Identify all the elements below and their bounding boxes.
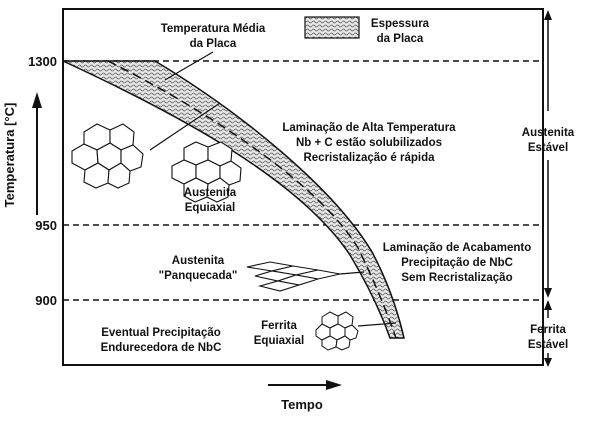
x-axis-arrowhead xyxy=(326,380,342,390)
y-axis-arrowhead xyxy=(32,92,42,108)
label-acabamento-line1: Laminação de Acabamento xyxy=(383,242,531,254)
grains-ferrite xyxy=(315,311,359,351)
label-eventual-line1: Eventual Precipitação xyxy=(101,327,221,339)
y-axis-label: Temperatura [°C] xyxy=(2,103,17,208)
y-tick-950: 950 xyxy=(35,218,57,233)
grains-austenite-center xyxy=(171,141,242,203)
stable-austenite-arrowhead-down xyxy=(544,288,552,298)
stable-ferrite-arrowhead-down xyxy=(544,358,552,367)
label-austenita-equiaxial-line2: Equiaxial xyxy=(185,202,236,214)
grains-austenite-pancaked xyxy=(246,261,341,292)
stable-austenite-arrowhead-up xyxy=(544,10,552,20)
x-axis-label: Tempo xyxy=(281,397,323,412)
label-austenita-panquecada-line1: Austenita xyxy=(172,255,225,267)
leader-ferrite xyxy=(357,322,397,327)
label-austenita-estavel-line1: Austenita xyxy=(522,127,575,139)
label-austenita-panquecada-line2: "Panquecada" xyxy=(159,270,238,282)
label-acabamento-line2: Precipitação de NbC xyxy=(401,257,513,269)
mean-temperature-curve xyxy=(107,60,397,339)
label-eventual-line2: Endurecedora de NbC xyxy=(101,342,222,354)
y-tick-900: 900 xyxy=(35,293,57,308)
label-temp-media-line1: Temperatura Média xyxy=(161,23,266,35)
legend-thickness-swatch xyxy=(304,16,360,39)
label-alta-temp-line2: Nb + C estão solubilizados xyxy=(296,137,442,149)
leader-austenite-left xyxy=(149,102,221,151)
label-ferrita-estavel-line2: Estável xyxy=(528,339,568,351)
stable-ferrite-arrowhead-up xyxy=(544,300,552,310)
grains-austenite-left xyxy=(71,123,144,189)
label-alta-temp-line1: Laminação de Alta Temperatura xyxy=(282,122,456,134)
plate-thickness-band xyxy=(62,60,405,339)
y-tick-1300: 1300 xyxy=(28,54,57,69)
label-ferrita-equiaxial-line1: Ferrita xyxy=(261,320,297,332)
leader-austenite-pancaked xyxy=(339,271,365,275)
leader-temp-media xyxy=(164,51,214,81)
label-temp-media-line2: da Placa xyxy=(190,38,237,50)
plot-frame xyxy=(62,8,544,366)
label-alta-temp-line3: Recristalização é rápida xyxy=(303,152,435,164)
label-austenita-equiaxial-line1: Austenita xyxy=(184,187,237,199)
label-ferrita-equiaxial-line2: Equiaxial xyxy=(254,335,305,347)
label-acabamento-line3: Sem Recristalização xyxy=(401,272,512,284)
label-ferrita-estavel-line1: Ferrita xyxy=(530,324,566,336)
legend-label-line2: da Placa xyxy=(377,33,424,45)
label-austenita-estavel-line2: Estável xyxy=(528,142,568,154)
legend-label-line1: Espessura xyxy=(371,18,430,30)
